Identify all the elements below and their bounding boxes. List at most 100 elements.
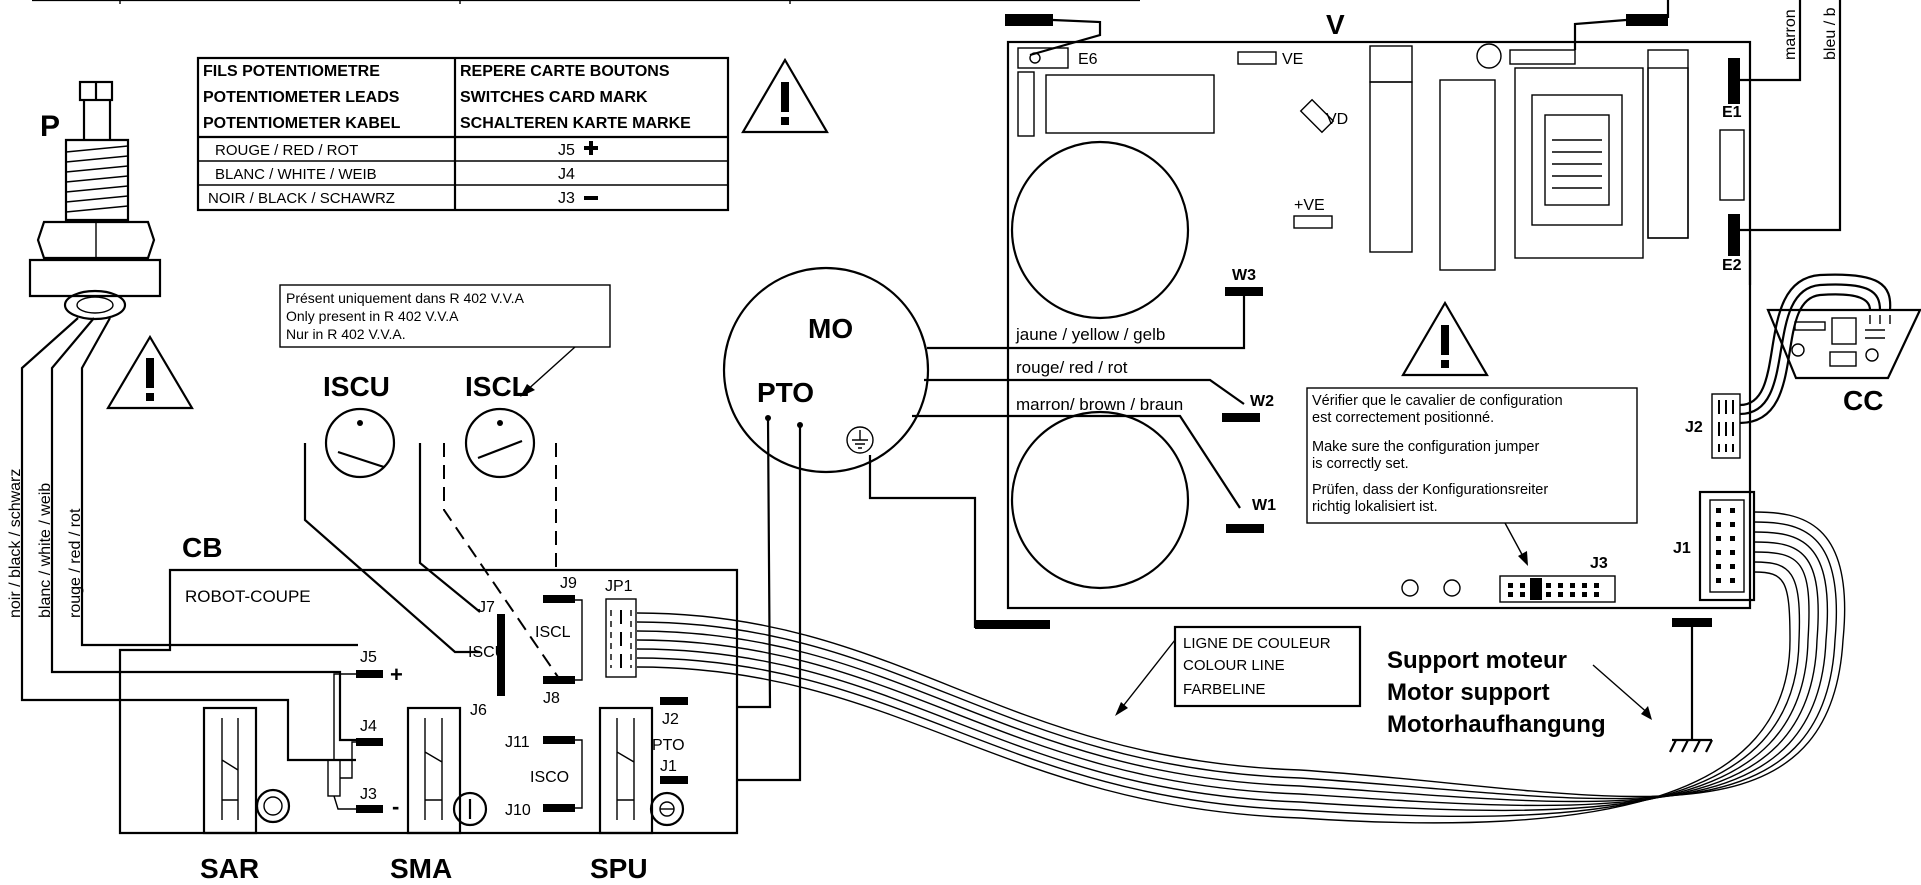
note-present-only: Présent uniquement dans R 402 V.V.A Only… — [279, 284, 611, 397]
label-CC: CC — [1843, 385, 1883, 416]
note-config-jumper: Vérifier que le cavalier de configuratio… — [1306, 387, 1638, 566]
variator-board: V E6 VE VD +VE — [1005, 0, 1842, 610]
label-J8: J8 — [543, 690, 560, 707]
note-line: is correctly set. — [1312, 456, 1409, 472]
motor-support-line: Motorhaufhangung — [1387, 711, 1606, 738]
label-P: P — [40, 110, 60, 143]
table-header-right-1: REPERE CARTE BOUTONS — [460, 63, 670, 80]
label-VD: VD — [1326, 111, 1348, 128]
label-CB: CB — [182, 532, 222, 563]
table-header-right-3: SCHALTEREN KARTE MARKE — [460, 115, 691, 132]
tab — [1005, 14, 1053, 26]
label-VE: VE — [1282, 51, 1303, 68]
note-colour-line: LIGNE DE COULEUR COLOUR LINE FARBELINE — [1115, 625, 1362, 716]
motor-support: Support moteur Motor support Motorhaufha… — [1387, 618, 1713, 753]
motor-support-line: Motor support — [1387, 679, 1550, 706]
wire-side-brown-label: marron — [1782, 9, 1799, 60]
wire-yellow-label: jaune / yellow / gelb — [1015, 325, 1165, 344]
iscl-switch: ISCL — [443, 371, 561, 681]
label-iscl-small: ISCL — [535, 624, 571, 641]
connector-W2 — [1222, 413, 1260, 422]
top-table-fragment — [32, 0, 1140, 4]
label-J3-v: J3 — [1590, 555, 1608, 572]
label-J7: J7 — [478, 599, 495, 616]
table-header-left-1: FILS POTENTIOMETRE — [203, 63, 380, 80]
label-E2: E2 — [1722, 257, 1742, 274]
connector-E2 — [1728, 214, 1740, 256]
connector-J8 — [543, 676, 575, 684]
label-SMA: SMA — [390, 853, 452, 884]
motor-support-line: Support moteur — [1387, 647, 1567, 674]
note-line: richtig lokalisiert ist. — [1312, 499, 1438, 515]
note-line: COLOUR LINE — [1183, 657, 1285, 674]
note-line: Prüfen, dass der Konfigurationsreiter — [1312, 482, 1548, 498]
table-header-left-3: POTENTIOMETER KABEL — [203, 115, 401, 132]
label-ISCO: ISCO — [530, 769, 569, 786]
label-plus: + — [390, 662, 403, 687]
control-board: CB ROBOT-COUPE J5 + J4 J3 - J7 ISCU J6 J… — [118, 532, 739, 835]
connector-E1 — [1728, 58, 1740, 104]
label-W1: W1 — [1252, 497, 1276, 514]
potentiometer: P — [28, 80, 162, 321]
cc-card: CC — [1739, 273, 1921, 425]
ground-tab — [975, 620, 1050, 629]
label-JP1: JP1 — [605, 578, 633, 595]
wire-side-blue-label: bleu / b — [1822, 7, 1839, 60]
label-ISCU: ISCU — [323, 371, 390, 402]
label-J2: J2 — [662, 711, 679, 728]
table-row-lead: ROUGE / RED / ROT — [215, 142, 358, 159]
connector-J10 — [543, 804, 575, 812]
plus-icon — [584, 141, 598, 155]
label-iscu-small: ISCU — [468, 644, 506, 661]
label-V: V — [1326, 9, 1345, 40]
label-W2: W2 — [1250, 393, 1274, 410]
label-robot-coupe: ROBOT-COUPE — [185, 587, 311, 606]
table-row-mark: J3 — [558, 190, 575, 207]
connector-J4 — [356, 738, 383, 746]
connector-J3 — [356, 805, 383, 813]
note-line: LIGNE DE COULEUR — [1183, 635, 1331, 652]
table-row-lead: BLANC / WHITE / WEIB — [215, 166, 377, 183]
label-J10: J10 — [505, 802, 531, 819]
motor: MO PTO — [722, 266, 1050, 782]
label-pto-small: PTO — [652, 737, 685, 754]
label-J1-v: J1 — [1673, 540, 1691, 557]
label-SPU: SPU — [590, 853, 648, 884]
label-plusVE: +VE — [1294, 197, 1325, 214]
iscu-switch: ISCU — [303, 371, 481, 654]
config-jumper — [1530, 578, 1542, 600]
warning-icon — [1401, 300, 1489, 377]
label-SAR: SAR — [200, 853, 259, 884]
minus-icon — [584, 196, 598, 200]
label-J1: J1 — [660, 758, 677, 775]
connector-J11 — [543, 736, 575, 744]
label-J6: J6 — [470, 702, 487, 719]
connector-J5 — [356, 670, 383, 678]
table-row-lead: NOIR / BLACK / SCHAWRZ — [208, 190, 395, 207]
wire-red-label: rouge/ red / rot — [1016, 358, 1128, 377]
connector-W1 — [1226, 524, 1264, 533]
label-PTO: PTO — [757, 377, 814, 408]
switch-SMA — [406, 706, 488, 835]
table-row-mark: J4 — [558, 166, 575, 183]
connector-J9 — [543, 595, 575, 603]
label-E1: E1 — [1722, 104, 1742, 121]
note-line: Make sure the configuration jumper — [1312, 439, 1539, 455]
label-J4: J4 — [360, 718, 377, 735]
motor-wires: jaune / yellow / gelb rouge/ red / rot m… — [912, 295, 1246, 509]
warning-icon — [106, 334, 194, 410]
label-W3: W3 — [1232, 267, 1256, 284]
label-E6: E6 — [1078, 51, 1098, 68]
note-line: Only present in R 402 V.V.A — [286, 308, 459, 324]
label-J3: J3 — [360, 786, 377, 803]
ground-icon — [846, 426, 874, 454]
label-J2-v: J2 — [1685, 419, 1703, 436]
note-line: est correctement positionné. — [1312, 410, 1494, 426]
connector-J2 — [660, 697, 688, 705]
tab — [1626, 14, 1668, 26]
switch-SAR — [202, 706, 291, 835]
wire-brown-label: marron/ brown / braun — [1016, 395, 1183, 414]
ribbon-cable — [636, 511, 1846, 824]
label-MO: MO — [808, 313, 853, 344]
